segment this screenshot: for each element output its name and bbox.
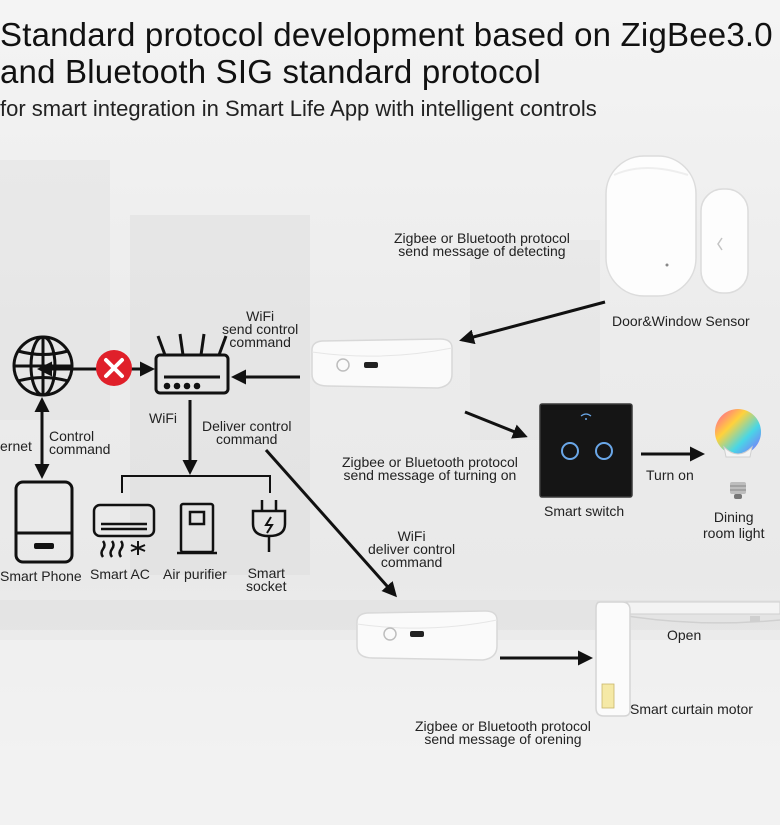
blocked-x-icon: [96, 350, 132, 386]
dining-light-label: Dining room light: [703, 509, 765, 541]
hub-lower-icon: [356, 610, 498, 661]
title-line-1: Standard protocol development based on Z…: [0, 16, 773, 53]
detecting-message-label: Zigbee or Bluetooth protocol send messag…: [394, 230, 570, 259]
sensor-icon: [605, 155, 749, 297]
router-icon: [154, 333, 230, 395]
air-purifier-label: Air purifier: [163, 566, 227, 582]
page-title: Standard protocol development based on Z…: [0, 16, 773, 90]
internet-label: ernet: [0, 438, 32, 454]
page-subtitle: for smart integration in Smart Life App …: [0, 96, 597, 121]
turning-on-message-label: Zigbee or Bluetooth protocol send messag…: [342, 454, 518, 483]
smart-phone-label: Smart Phone: [0, 568, 82, 584]
deliver-control-label: Deliver control command: [202, 418, 292, 447]
connection-arrows: [34, 300, 705, 666]
smart-ac-label: Smart AC: [90, 566, 150, 582]
switch-icon: [539, 403, 633, 498]
curtain-motor-label: Smart curtain motor: [630, 701, 753, 717]
wifi-send-control-label: WiFi send control command: [222, 308, 299, 350]
arrow-sensor-hub: [459, 300, 606, 345]
purifier-icon: [177, 502, 217, 555]
globe-icon: [12, 335, 74, 397]
door-window-sensor-label: Door&Window Sensor: [612, 313, 750, 329]
control-command-label: Control command: [49, 428, 111, 457]
appliance-bracket: [121, 475, 271, 493]
smart-switch-label: Smart switch: [544, 503, 625, 519]
smart-socket-label: Smart socket: [246, 565, 287, 594]
arrow-hub-switch: [464, 410, 528, 439]
ac-icon: [92, 503, 156, 558]
bulb-icon: [715, 409, 761, 499]
curtain-motor-icon: [595, 601, 780, 717]
phone-icon: [14, 480, 74, 564]
open-label: Open: [667, 627, 702, 643]
socket-icon: [251, 500, 287, 552]
wifi-deliver-label: WiFi deliver control command: [368, 528, 456, 570]
turn-on-label: Turn on: [646, 467, 694, 483]
router-wifi-label: WiFi: [149, 410, 177, 426]
hub-icon: [311, 338, 453, 389]
arrow-router-hub2: [264, 449, 397, 598]
title-line-2: and Bluetooth SIG standard protocol: [0, 53, 541, 90]
opening-message-label: Zigbee or Bluetooth protocol send messag…: [415, 718, 591, 747]
